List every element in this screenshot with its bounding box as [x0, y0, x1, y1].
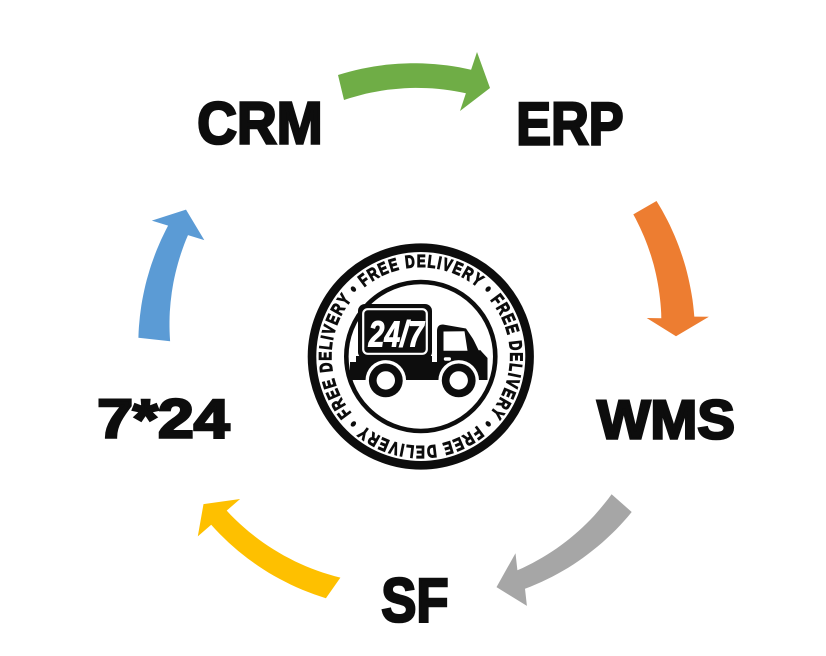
- svg-text:I: I: [399, 439, 406, 458]
- svg-text:SF: SF: [381, 567, 448, 636]
- svg-text:E: E: [416, 441, 425, 460]
- svg-text:CRM: CRM: [197, 90, 322, 157]
- svg-text:ERP: ERP: [516, 91, 623, 158]
- svg-text:I: I: [504, 371, 523, 378]
- svg-text:L: L: [404, 440, 415, 460]
- svg-text:D: D: [426, 440, 438, 460]
- svg-text:I: I: [436, 254, 443, 273]
- svg-text:D: D: [404, 252, 416, 272]
- svg-text:E: E: [317, 352, 336, 361]
- svg-text:L: L: [427, 253, 438, 273]
- svg-text:D: D: [505, 340, 525, 352]
- svg-text:WMS: WMS: [597, 389, 735, 451]
- svg-text:L: L: [505, 362, 525, 373]
- svg-text:24/7: 24/7: [368, 314, 426, 355]
- svg-text:E: E: [417, 252, 426, 271]
- svg-text:D: D: [317, 361, 337, 373]
- svg-text:E: E: [506, 352, 525, 361]
- svg-text:L: L: [317, 340, 337, 351]
- svg-text:7*24: 7*24: [97, 388, 230, 450]
- svg-text:I: I: [318, 334, 337, 341]
